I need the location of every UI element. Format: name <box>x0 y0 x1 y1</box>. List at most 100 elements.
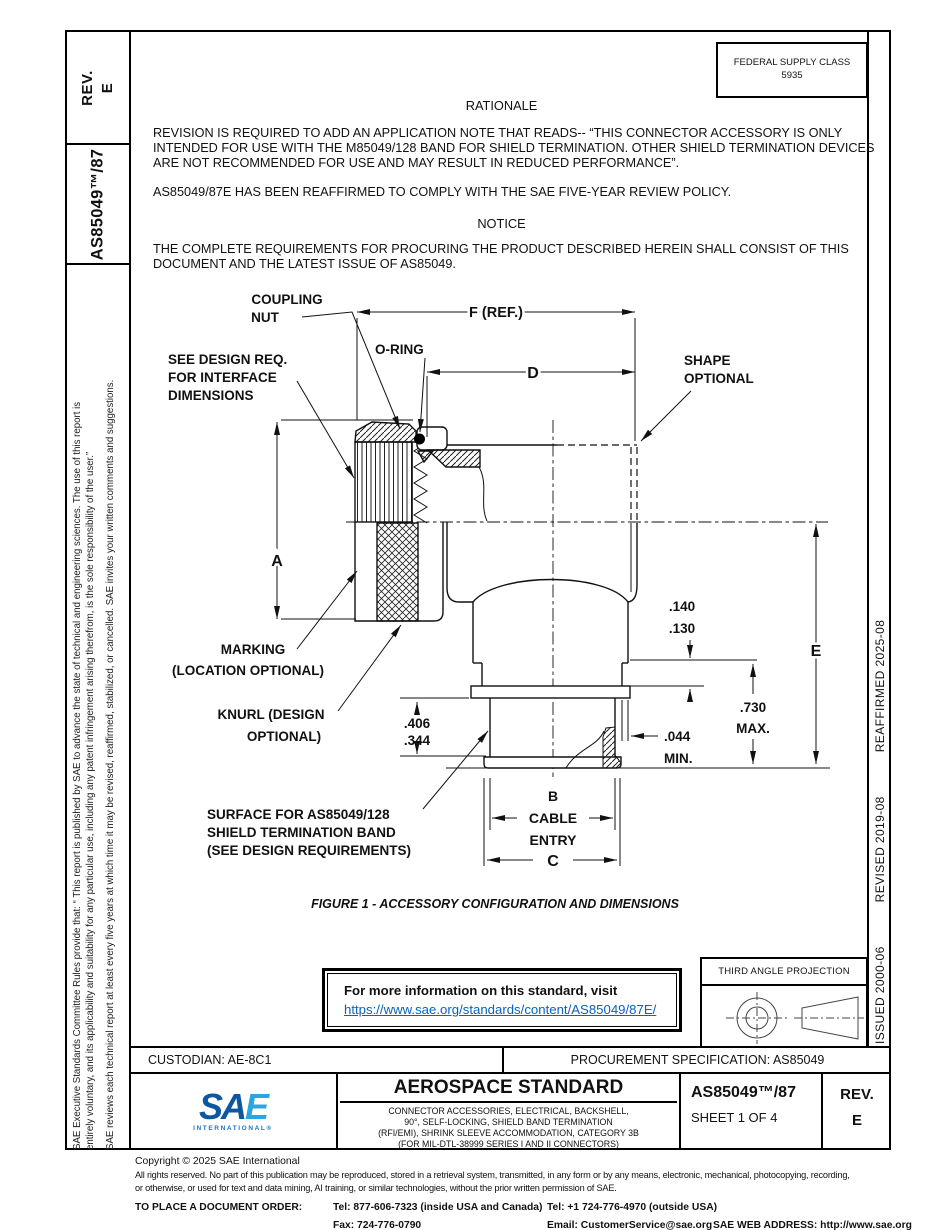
notice-paragraph: THE COMPLETE REQUIREMENTS FOR PROCURING … <box>153 242 849 272</box>
nut-sleeve <box>354 522 444 622</box>
figure-caption: FIGURE 1 - ACCESSORY CONFIGURATION AND D… <box>311 897 679 911</box>
dim-406: .406 <box>404 716 431 731</box>
dim-730-max: MAX. <box>736 721 770 736</box>
rationale-line: ARE NOT RECOMMENDED FOR USE AND MAY RESU… <box>153 156 680 171</box>
notice-line: DOCUMENT AND THE LATEST ISSUE OF AS85049… <box>153 257 456 272</box>
third-angle-projection-box: THIRD ANGLE PROJECTION <box>700 957 868 1048</box>
dim-b: B <box>548 788 558 804</box>
dome-arch <box>472 578 629 603</box>
rev-label: REV. <box>840 1086 874 1103</box>
dim-f: F (REF.) <box>469 305 523 321</box>
design-req-label: FOR INTERFACE <box>168 370 277 385</box>
surface-label: (SEE DESIGN REQUIREMENTS) <box>207 843 411 858</box>
cable-flange <box>470 685 631 699</box>
notice-line: THE COMPLETE REQUIREMENTS FOR PROCURING … <box>153 242 849 256</box>
rev-side-label: REV. E <box>78 69 116 106</box>
shape-optional-label: OPTIONAL <box>684 371 754 386</box>
fax-number: Fax: 724-776-0790 <box>333 1220 422 1230</box>
rationale-line: REVISION IS REQUIRED TO ADD AN APPLICATI… <box>153 126 843 140</box>
dim-344: .344 <box>404 733 431 748</box>
marking-label: MARKING <box>221 642 286 657</box>
sae-logo-word: SAE <box>199 1089 269 1125</box>
email-address: Email: CustomerService@sae.org <box>547 1220 713 1230</box>
wall-section-hatch <box>602 726 622 769</box>
document-subtitle-line: CONNECTOR ACCESSORIES, ELECTRICAL, BACKS… <box>388 1106 629 1116</box>
dim-d: D <box>527 365 539 382</box>
knurl-label: KNURL (DESIGN <box>217 707 324 722</box>
more-info-box: For more information on this standard, v… <box>322 968 682 1032</box>
dim-140: .140 <box>669 599 695 614</box>
title-block: SAE INTERNATIONAL® AEROSPACE STANDARD CO… <box>130 1072 891 1150</box>
flange-wedge <box>416 450 435 464</box>
surface-label: SURFACE FOR AS85049/128 <box>207 807 390 822</box>
sidebar-divider <box>129 30 131 1150</box>
shape-optional-label: SHAPE <box>684 353 731 368</box>
document-type-title: AEROSPACE STANDARD <box>393 1077 624 1098</box>
rights-line: All rights reserved. No part of this pub… <box>135 1170 850 1180</box>
federal-supply-class-box: FEDERAL SUPPLY CLASS 5935 <box>716 42 868 98</box>
legal-line: SAE Executive Standards Committee Rules … <box>72 401 83 1150</box>
rev-side-box: REV. E <box>65 30 131 145</box>
rationale-paragraph-2: AS85049/87E HAS BEEN REAFFIRMED TO COMPL… <box>153 185 732 199</box>
marking-label: (LOCATION OPTIONAL) <box>172 663 324 678</box>
dimension-labels: F (REF.) D A E .140 .130 .730 MAX. .044 … <box>269 303 824 873</box>
drawing-labels: COUPLING NUT O-RING SEE DESIGN REQ. FOR … <box>168 292 754 858</box>
coupling-nut-label: NUT <box>251 310 279 325</box>
sae-logo-international: INTERNATIONAL® <box>193 1125 273 1132</box>
document-number: AS85049™/87 <box>691 1084 796 1101</box>
coupling-nut-label: COUPLING <box>251 292 322 307</box>
dim-a: A <box>271 553 283 570</box>
footer: Copyright © 2025 SAE International All r… <box>135 1156 945 1230</box>
dimension-lines <box>274 309 819 866</box>
elbow-left <box>446 522 473 603</box>
title-block-rev-cell: REV. E <box>823 1074 891 1148</box>
reaffirmed-date: REAFFIRMED 2025-08 <box>873 619 887 753</box>
more-info-box-inner: For more information on this standard, v… <box>327 973 677 1027</box>
title-block-number-cell: AS85049™/87 SHEET 1 OF 4 <box>681 1074 823 1148</box>
title-rule <box>340 1101 677 1103</box>
sae-logo-e: E <box>245 1086 269 1127</box>
rationale-paragraph-1: REVISION IS REQUIRED TO ADD AN APPLICATI… <box>153 126 874 172</box>
oring-seal <box>414 433 425 445</box>
coupling-nut-body <box>354 441 413 523</box>
notice-heading: NOTICE <box>477 216 526 231</box>
document-subtitle-line: (RFI/EMI), SHRINK SLEEVE ACCOMMODATION, … <box>378 1128 639 1138</box>
fsc-label: FEDERAL SUPPLY CLASS <box>733 57 851 68</box>
rationale-line: INTENDED FOR USE WITH THE M85049/128 BAN… <box>153 141 875 156</box>
backshell-outline <box>354 421 830 769</box>
break-line-lower <box>565 730 605 769</box>
procurement-cell: PROCUREMENT SPECIFICATION: AS85049 <box>570 1053 825 1067</box>
surface-label: SHIELD TERMINATION BAND <box>207 825 396 840</box>
flange-hatch <box>426 449 481 468</box>
figure-1-drawing: COUPLING NUT O-RING SEE DESIGN REQ. FOR … <box>168 292 830 873</box>
dim-044: .044 <box>664 729 691 744</box>
standard-url-link[interactable]: https://www.sae.org/standards/content/AS… <box>344 1002 657 1017</box>
sidebar-legal-text: SAE Executive Standards Committee Rules … <box>71 288 117 1150</box>
knurl-label: OPTIONAL) <box>247 729 321 744</box>
oring-label: O-RING <box>375 342 424 357</box>
web-address: SAE WEB ADDRESS: http://www.sae.org <box>713 1220 912 1230</box>
coupling-nut-cap <box>354 421 417 443</box>
custodian-row: CUSTODIAN: AE-8C1 PROCUREMENT SPECIFICAT… <box>130 1046 891 1072</box>
dim-b-entry: ENTRY <box>530 832 578 848</box>
doc-number-side-label: AS85049™/87 <box>88 148 107 260</box>
dim-044-min: MIN. <box>664 751 693 766</box>
order-label: TO PLACE A DOCUMENT ORDER: <box>135 1202 303 1213</box>
sheet-number: SHEET 1 OF 4 <box>691 1110 778 1125</box>
history-strip-divider <box>867 30 869 1048</box>
document-subtitle-line: 90°, SELF-LOCKING, SHIELD BAND TERMINATI… <box>404 1117 613 1127</box>
fsc-value: 5935 <box>781 70 803 81</box>
rights-line: or otherwise, or used for text and data … <box>135 1182 617 1193</box>
dim-130: .130 <box>669 621 695 636</box>
sae-logo: SAE INTERNATIONAL® <box>130 1074 338 1148</box>
legal-line: entirely voluntary, and its applicabilit… <box>85 451 96 1150</box>
revised-date: REVISED 2019-08 <box>873 796 887 903</box>
elbow-right <box>627 523 638 603</box>
design-req-label: SEE DESIGN REQ. <box>168 352 287 367</box>
third-angle-projection-icon <box>726 992 864 1044</box>
leader-lines <box>296 311 692 810</box>
design-req-label: DIMENSIONS <box>168 388 254 403</box>
more-info-text: For more information on this standard, v… <box>344 983 618 998</box>
rationale-heading: RATIONALE <box>465 98 538 113</box>
